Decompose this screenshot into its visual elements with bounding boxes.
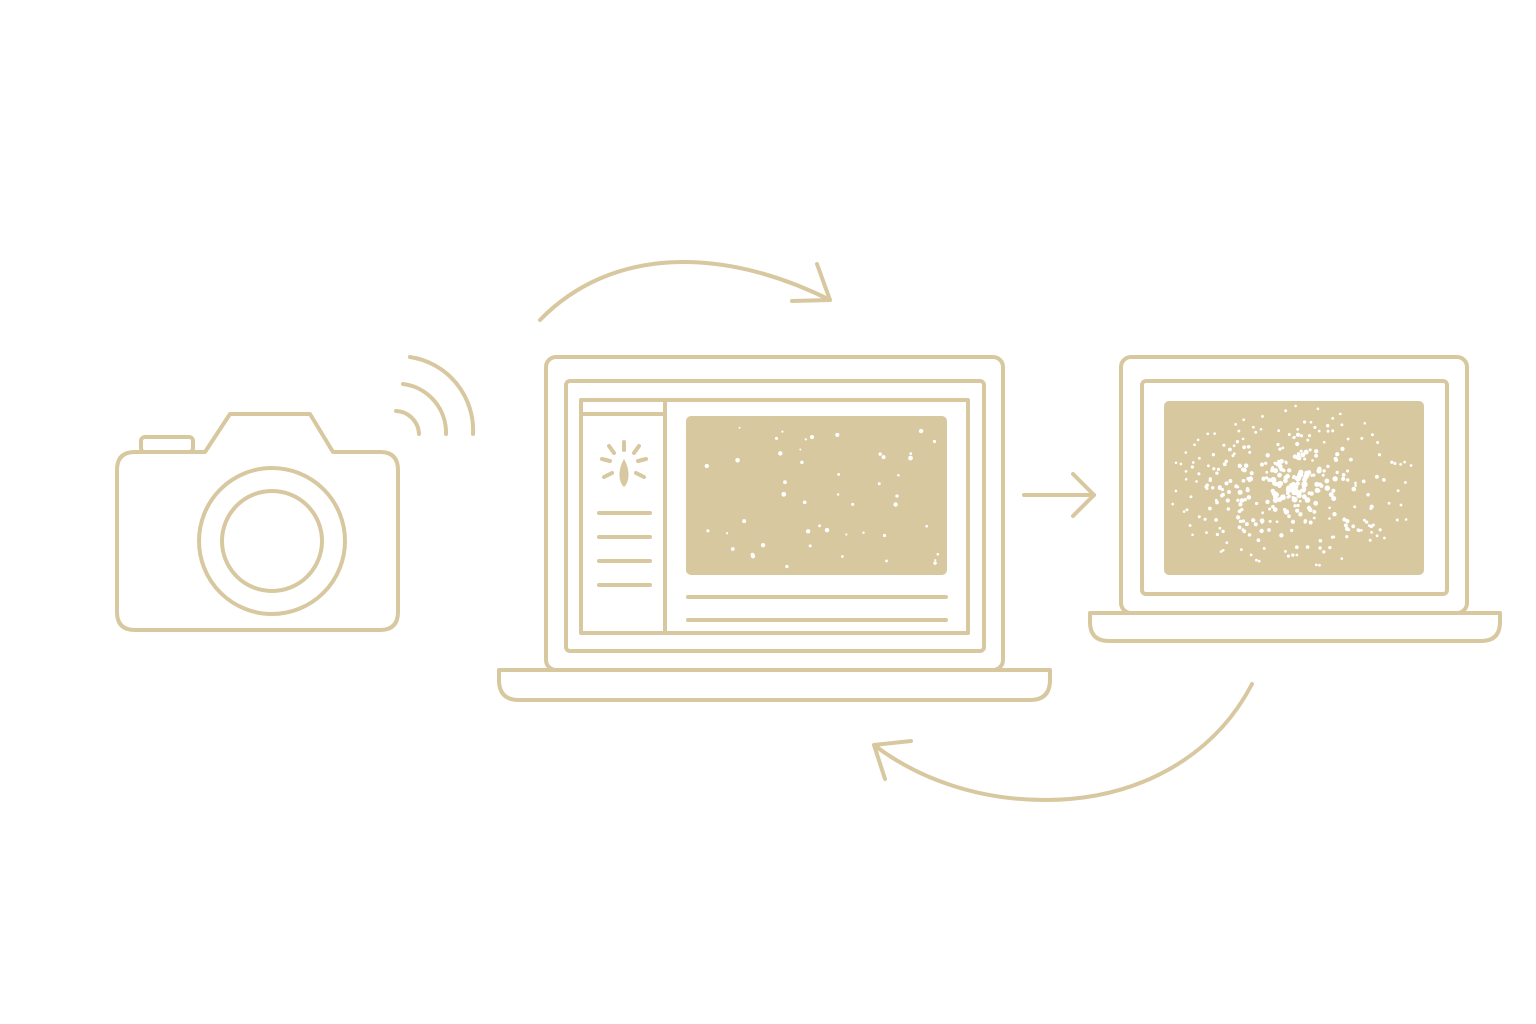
photo-noise	[704, 426, 940, 569]
laptop-edit-base	[497, 668, 1052, 702]
signal-wave-small	[394, 409, 421, 436]
camera-shutter-button	[139, 435, 195, 454]
laptop-edit-screen	[564, 379, 986, 653]
arrow-top-head	[790, 262, 832, 303]
camera-lens-outer	[197, 466, 347, 616]
arrow-top-curve	[538, 260, 832, 322]
wireless-signal-icon	[394, 355, 476, 436]
laptop-display-screen	[1140, 379, 1449, 596]
arrow-right-icon	[1022, 472, 1096, 518]
laptop-display-base	[1088, 611, 1502, 643]
curved-arrow-icon	[538, 260, 832, 322]
camera-icon	[115, 412, 400, 632]
laptop-icon	[1088, 355, 1502, 643]
laptop-icon	[497, 355, 1052, 702]
app-window	[579, 398, 970, 635]
arrow-bottom-curve	[872, 682, 1254, 802]
photo-preview	[686, 416, 947, 575]
arrow-right-head	[1071, 472, 1096, 518]
sparkle-icon	[600, 440, 648, 487]
signal-wave-medium	[401, 382, 449, 436]
camera-body	[115, 412, 400, 632]
camera-lens-inner	[220, 489, 324, 593]
arrow-bottom-head	[872, 739, 913, 781]
curved-arrow-icon	[872, 682, 1254, 802]
photo-noise	[1171, 404, 1413, 567]
signal-wave-large	[408, 355, 476, 436]
